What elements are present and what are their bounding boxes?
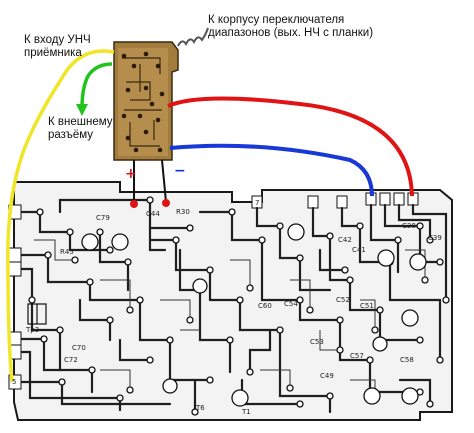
label-to-switch-body: К корпусу переключателя диапазонов (вых.… bbox=[208, 14, 374, 39]
power-pad-plus bbox=[130, 200, 138, 208]
designator: C42 bbox=[338, 236, 352, 244]
power-pad-minus bbox=[162, 199, 170, 207]
upper-module-board bbox=[113, 41, 179, 161]
designator: C51 bbox=[360, 302, 374, 310]
designator: C52 bbox=[336, 296, 350, 304]
green-arrow-head bbox=[76, 104, 88, 116]
designator: C72 bbox=[64, 356, 78, 364]
designator: R45 bbox=[60, 248, 74, 256]
green-arrow bbox=[80, 62, 113, 109]
designator: C44 bbox=[146, 210, 160, 218]
designator: C49 bbox=[320, 372, 334, 380]
power-lead-black bbox=[161, 159, 167, 203]
designator: C53 bbox=[310, 338, 324, 346]
yellow-wire bbox=[6, 49, 115, 383]
designator: T1 bbox=[242, 408, 251, 416]
designator: 5 bbox=[12, 378, 17, 386]
transistors bbox=[81, 223, 427, 407]
transformer bbox=[27, 303, 47, 325]
polarity-minus: − bbox=[174, 163, 186, 179]
designator: C54 bbox=[284, 300, 298, 308]
designator: C57 bbox=[350, 352, 364, 360]
label-to-unch-input: К входу УНЧ приёмника bbox=[24, 34, 91, 59]
designator: C41 bbox=[352, 246, 366, 254]
designator: C58 bbox=[400, 356, 414, 364]
designator: 7 bbox=[255, 199, 260, 207]
designator: C39 bbox=[428, 234, 442, 242]
designator: C70 bbox=[72, 344, 86, 352]
designator: R30 bbox=[176, 208, 190, 216]
label-to-external-jack: К внешнему разъёму bbox=[48, 116, 113, 141]
blue-wire bbox=[169, 143, 374, 197]
designator: C60 bbox=[258, 302, 272, 310]
red-wire bbox=[167, 96, 414, 197]
designator: C38 bbox=[402, 222, 416, 230]
coiled-wire bbox=[177, 27, 209, 47]
solder-pads bbox=[28, 196, 450, 416]
designator: C79 bbox=[96, 214, 110, 222]
polarity-plus: + bbox=[125, 166, 137, 182]
designator: Tp3 bbox=[26, 326, 40, 334]
designator: T6 bbox=[196, 404, 205, 412]
